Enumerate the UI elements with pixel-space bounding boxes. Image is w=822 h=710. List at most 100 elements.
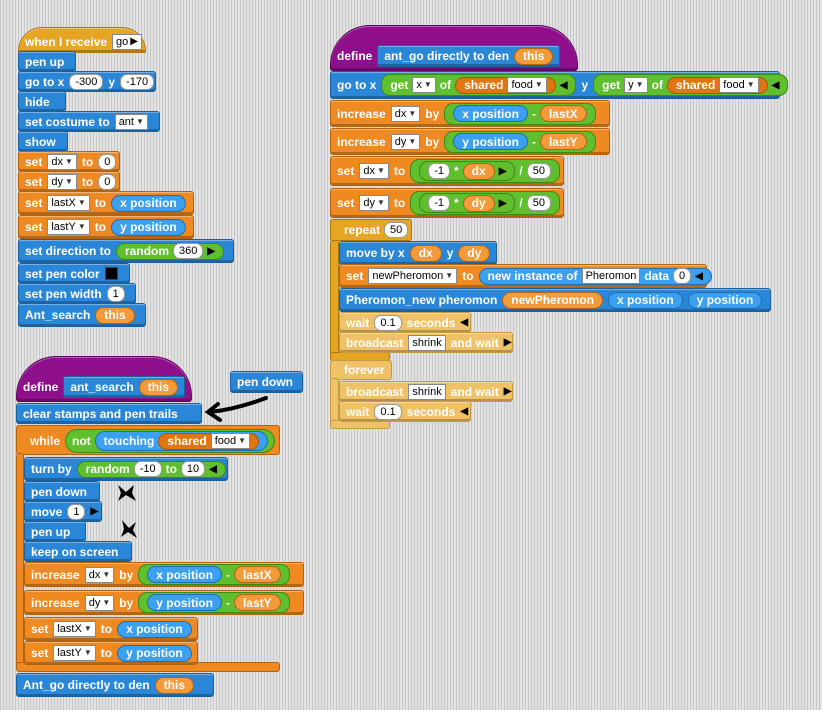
set-dy-block[interactable]: set dy▼ to 0	[18, 171, 120, 192]
y-position-reporter[interactable]: y position	[453, 133, 528, 150]
attr-dropdown-x[interactable]: x▼	[412, 77, 436, 93]
costume-dropdown[interactable]: ant▼	[114, 113, 148, 130]
attr-dropdown-y[interactable]: y▼	[624, 77, 648, 93]
neg-one-input[interactable]: -1	[428, 163, 450, 179]
var-dropdown-lastx[interactable]: lastX▼	[53, 621, 96, 637]
new-instance-reporter[interactable]: new instance of Pheromon data 0 ◀	[478, 267, 712, 285]
define-ant-search-hat[interactable]: define ant_search this	[16, 356, 192, 402]
set-newpheromon-block[interactable]: set newPheromon▼ to new instance of Pher…	[339, 264, 712, 288]
random-max-input[interactable]: 360	[173, 243, 204, 259]
wait-block[interactable]: wait 0.1 seconds ◀	[339, 401, 471, 422]
goto-x-input[interactable]: -300	[69, 73, 104, 90]
x-position-reporter[interactable]: x position	[147, 566, 222, 583]
neg-one-input[interactable]: -1	[428, 195, 450, 211]
pen-width-input[interactable]: 1	[106, 285, 125, 302]
var-dropdown-dy[interactable]: dy▼	[47, 173, 77, 190]
define-ant-go-hat[interactable]: define ant_go directly to den this	[330, 25, 578, 71]
set-lastx-block[interactable]: set lastX▼ to x position	[18, 191, 194, 215]
value-input[interactable]: 0	[98, 173, 117, 190]
var-dropdown-dx[interactable]: dx▼	[47, 153, 77, 170]
var-dropdown-dy[interactable]: dy▼	[390, 133, 421, 150]
floating-pen-down-block[interactable]: pen down	[230, 371, 303, 393]
y-position-reporter[interactable]: y position	[147, 594, 222, 611]
var-dropdown-dy[interactable]: dy▼	[359, 195, 389, 211]
x-position-reporter[interactable]: x position	[453, 105, 528, 122]
message-input[interactable]: shrink	[408, 383, 446, 400]
var-dropdown-dx[interactable]: dx▼	[84, 566, 115, 583]
newpheromon-reporter[interactable]: newPheromon	[502, 291, 604, 309]
message-dropdown[interactable]: go▶	[112, 34, 142, 50]
shared-reporter[interactable]: shared food▼	[158, 432, 260, 450]
this-reporter[interactable]: this	[154, 676, 195, 694]
pen-up-block[interactable]: pen up	[24, 521, 86, 542]
set-pen-width-block[interactable]: set pen width 1	[18, 283, 136, 304]
increase-dx-block[interactable]: increase dx▼ by x position - lastX	[24, 562, 304, 587]
increase-dy-block[interactable]: increase dy▼ by y position - lastY	[24, 590, 304, 615]
this-reporter[interactable]: this	[95, 306, 135, 324]
touching-reporter[interactable]: touching shared food▼	[94, 431, 269, 451]
pen-color-swatch[interactable]	[104, 267, 118, 280]
y-position-reporter[interactable]: y position	[111, 218, 186, 236]
wait-seconds-input[interactable]: 0.1	[374, 314, 402, 331]
ant-search-call-block[interactable]: Ant_search this	[18, 303, 146, 327]
var-dropdown-lasty[interactable]: lastY▼	[47, 219, 90, 235]
dy-reporter[interactable]: dy	[462, 194, 495, 212]
dx-reporter[interactable]: dx	[409, 244, 442, 262]
goto-y-input[interactable]: -170	[120, 73, 155, 90]
set-lasty-block[interactable]: set lastY▼ to y position	[18, 215, 194, 239]
random-to-input[interactable]: 10	[180, 461, 206, 477]
shared-dropdown[interactable]: food▼	[210, 433, 251, 449]
fifty-input[interactable]: 50	[526, 163, 551, 179]
subtract-reporter[interactable]: y position - lastY	[138, 592, 290, 613]
move-by-xy-block[interactable]: move by x dx y dy	[339, 241, 497, 265]
set-dy-block[interactable]: set dy▼ to -1 * dy ▶ / 50	[330, 188, 564, 218]
data-input[interactable]: 0	[673, 268, 692, 284]
forever-block[interactable]	[330, 360, 392, 380]
lasty-reporter[interactable]: lastY	[539, 133, 587, 150]
shared-dropdown[interactable]: food▼	[507, 77, 547, 93]
x-position-reporter[interactable]: x position	[111, 194, 186, 212]
pen-up-block[interactable]: pen up	[18, 51, 76, 72]
increase-dy-block[interactable]: increase dy▼ by y position - lastY	[330, 128, 610, 155]
wait-block[interactable]: wait 0.1 seconds ◀	[339, 312, 471, 333]
set-costume-block[interactable]: set costume to ant▼	[18, 111, 160, 132]
random-from-input[interactable]: -10	[133, 461, 162, 477]
this-param[interactable]: this	[138, 378, 179, 396]
var-dropdown-lastx[interactable]: lastX▼	[47, 195, 90, 211]
this-param[interactable]: this	[514, 47, 554, 65]
fifty-input[interactable]: 50	[526, 195, 551, 211]
custom-block-prototype[interactable]: ant_search this	[63, 376, 186, 398]
pen-down-block[interactable]: pen down	[24, 481, 100, 502]
move-block[interactable]: move 1 ▶	[24, 501, 102, 522]
broadcast-and-wait-block[interactable]: broadcast shrink and wait ▶	[339, 381, 513, 402]
dy-reporter[interactable]: dy	[458, 244, 491, 262]
random-reporter[interactable]: random 360 ▶	[116, 242, 225, 260]
goto-xy-block[interactable]: go to x -300 y -170	[18, 71, 156, 92]
y-position-reporter[interactable]: y position	[687, 291, 763, 309]
var-dropdown-dy[interactable]: dy▼	[84, 594, 115, 611]
x-position-reporter[interactable]: x position	[608, 291, 683, 309]
var-dropdown-dx[interactable]: dx▼	[359, 163, 389, 179]
dx-reporter[interactable]: dx	[462, 162, 495, 180]
move-steps-input[interactable]: 1	[67, 503, 86, 520]
clear-block[interactable]: clear stamps and pen trails	[16, 403, 202, 424]
lastx-reporter[interactable]: lastX	[539, 105, 587, 122]
repeat-count-input[interactable]: 50	[384, 222, 409, 238]
random-reporter[interactable]: random -10 to 10 ◀	[76, 460, 226, 478]
lastx-reporter[interactable]: lastX	[233, 566, 281, 583]
value-input[interactable]: 0	[98, 153, 117, 170]
subtract-reporter[interactable]: x position - lastX	[138, 564, 290, 585]
shared-dropdown[interactable]: food▼	[719, 77, 759, 93]
message-input[interactable]: shrink	[408, 334, 446, 351]
var-dropdown-dx[interactable]: dx▼	[390, 105, 421, 122]
lasty-reporter[interactable]: lastY	[233, 594, 281, 611]
divide-reporter[interactable]: -1 * dx ▶ / 50	[410, 159, 560, 183]
broadcast-and-wait-block[interactable]: broadcast shrink and wait ▶	[339, 332, 513, 353]
class-input[interactable]: Pheromon	[581, 268, 641, 284]
set-lasty-block[interactable]: set lastY▼ to y position	[24, 641, 198, 665]
var-dropdown-lasty[interactable]: lastY▼	[53, 645, 96, 661]
